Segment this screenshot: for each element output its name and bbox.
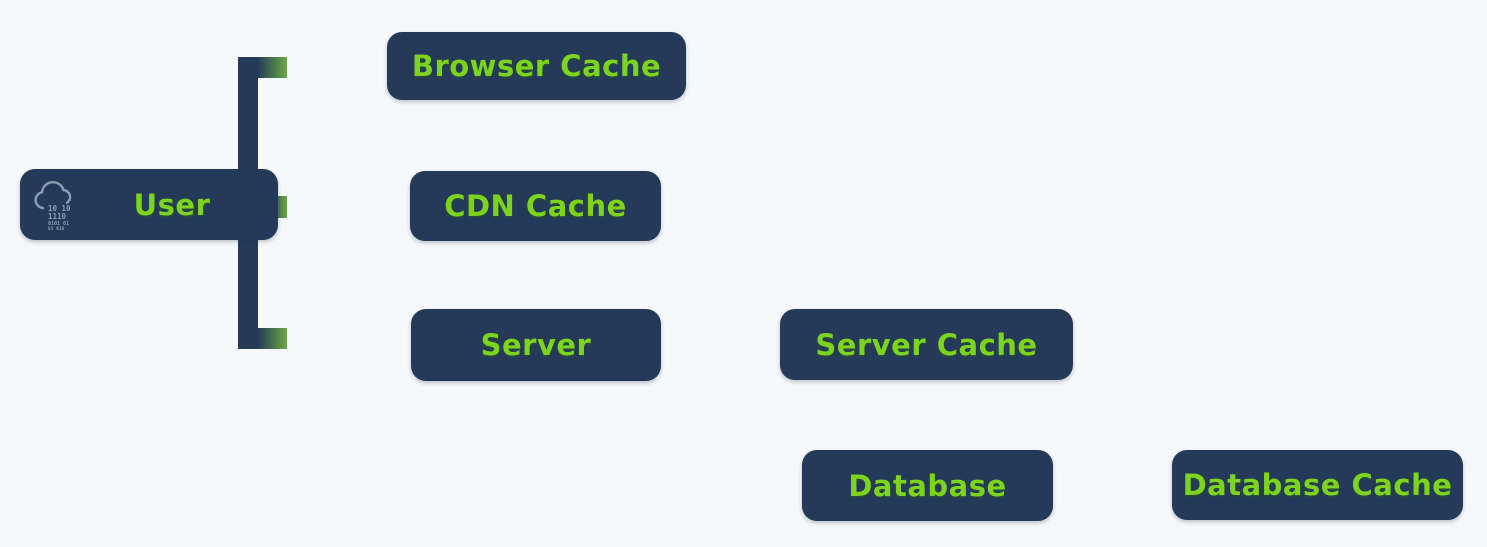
node-database-cache: Database Cache (1172, 450, 1463, 520)
node-label-server: Server (480, 328, 592, 362)
node-server: Server (411, 309, 661, 381)
binary-line: 01 010 (48, 226, 65, 232)
cloud-binary-icon: 10 10 1110 0101 01 01 010 (34, 180, 72, 232)
node-label-database-cache: Database Cache (1182, 468, 1453, 502)
node-server-cache: Server Cache (780, 309, 1073, 380)
node-label-server-cache: Server Cache (815, 327, 1038, 362)
node-user: 10 10 1110 0101 01 01 010 User (20, 169, 278, 240)
node-cdn-cache: CDN Cache (410, 171, 661, 241)
binary-line: 10 10 (48, 204, 71, 213)
node-database: Database (802, 450, 1053, 521)
node-label-cdn-cache: CDN Cache (444, 189, 627, 223)
binary-line: 0101 01 (48, 221, 69, 227)
node-browser-cache: Browser Cache (387, 32, 686, 100)
node-label-browser-cache: Browser Cache (411, 49, 662, 83)
node-label-user: User (133, 187, 211, 222)
binary-line: 1110 (48, 212, 67, 221)
node-label-database: Database (848, 468, 1007, 503)
